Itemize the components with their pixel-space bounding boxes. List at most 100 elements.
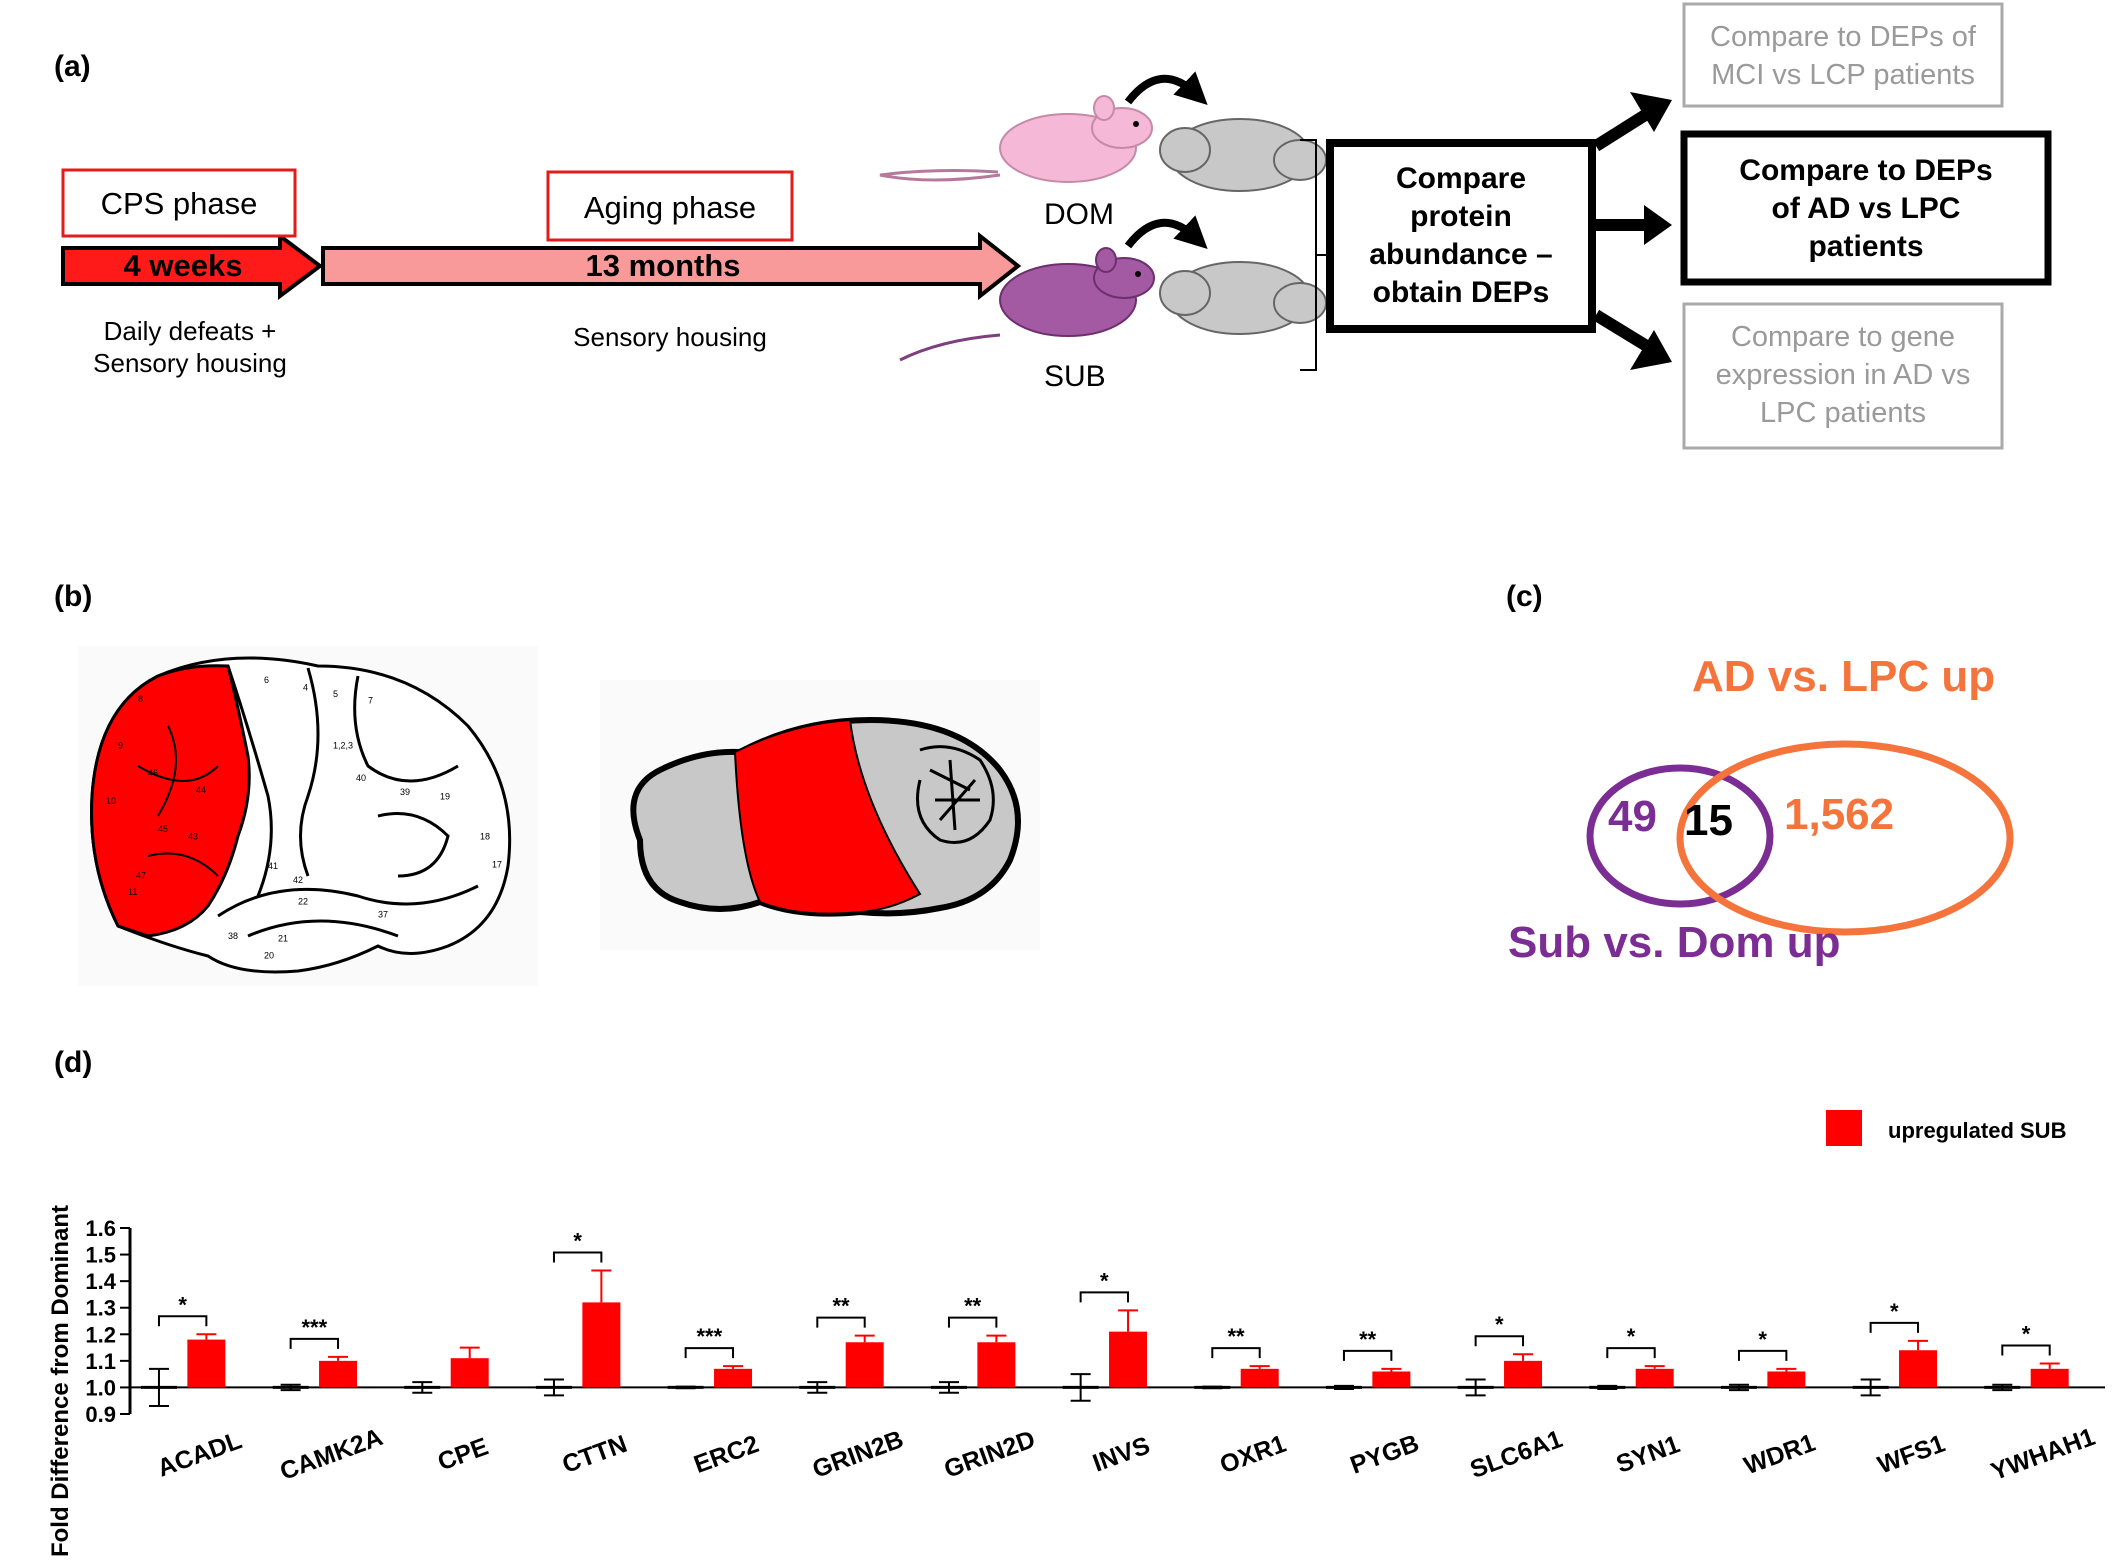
output-1-line-2: MCI vs LCP patients	[1711, 59, 1975, 91]
sub-bar-ywhah1	[2030, 1368, 2069, 1388]
brodmann-area-19: 19	[440, 791, 450, 801]
significance-label: ***	[696, 1324, 722, 1349]
compare-text: Compare protein abundance – obtain DEPs	[1330, 160, 1592, 312]
brodmann-area-9: 9	[118, 740, 123, 750]
cerebellum-folia	[916, 745, 995, 844]
output-1-text: Compare to DEPs of MCI vs LCP patients	[1684, 18, 2002, 94]
compare-line-4: obtain DEPs	[1372, 276, 1550, 309]
aging-phase-title: Aging phase	[583, 190, 757, 225]
x-label-oxr1: OXR1	[1216, 1430, 1290, 1480]
significance-bracket	[1342, 1349, 1393, 1361]
significance-label: **	[832, 1294, 850, 1319]
sub-curved-arrow	[1124, 215, 1208, 249]
brodmann-area-41: 41	[268, 861, 278, 871]
panel-c-label: (c)	[1506, 580, 1543, 613]
venn-label-sub-vs-dom: Sub vs. Dom up	[1508, 918, 1841, 967]
output-2-line-3: patients	[1808, 230, 1924, 263]
x-label-slc6a1: SLC6A1	[1467, 1425, 1567, 1484]
brodmann-area-4: 4	[303, 683, 308, 693]
significance-bracket	[947, 1316, 998, 1328]
sub-brain-icon	[1159, 261, 1327, 335]
dom-brain-icon	[1159, 118, 1327, 192]
significance-bracket	[2001, 1344, 2051, 1356]
dom-mouse-icon	[879, 95, 1153, 183]
y-tick-label: 1.4	[85, 1269, 116, 1294]
sub-mouse-icon	[899, 247, 1155, 362]
brodmann-area-7: 7	[368, 696, 373, 706]
significance-bracket	[1737, 1349, 1788, 1361]
legend-swatch	[1826, 1110, 1862, 1146]
brodmann-area-21: 21	[278, 934, 288, 944]
significance-label: *	[1890, 1299, 1899, 1324]
significance-bracket	[684, 1347, 735, 1359]
significance-bracket	[1079, 1291, 1130, 1303]
cps-arrow	[61, 232, 324, 300]
sub-bar-slc6a1	[1504, 1360, 1543, 1388]
panel-a-graphics	[61, 2, 2052, 450]
sub-bar-syn1	[1635, 1368, 1674, 1388]
cps-caption-line2: Sensory housing	[93, 348, 287, 378]
x-label-syn1: SYN1	[1613, 1430, 1684, 1479]
y-tick-label: 1.3	[85, 1296, 116, 1321]
significance-bracket	[816, 1316, 866, 1328]
x-label-cttn: CTTN	[559, 1430, 631, 1479]
significance-label: *	[1100, 1268, 1109, 1293]
brodmann-area-1-2-3: 1,2,3	[333, 740, 353, 750]
venn-diagram	[1586, 740, 2014, 936]
mouse-brain-diagram	[600, 680, 1040, 950]
x-label-erc2: ERC2	[690, 1430, 762, 1479]
compare-line-1: Compare	[1395, 162, 1527, 195]
panel-d-label: (d)	[54, 1046, 93, 1079]
brodmann-area-43: 43	[188, 831, 198, 841]
venn-count-overlap: 15	[1684, 796, 1733, 845]
arrow-to-out3	[1592, 309, 1654, 354]
significance-label: *	[1627, 1324, 1636, 1349]
x-label-acadl: ACADL	[154, 1426, 246, 1482]
panel-a-label: (a)	[54, 50, 91, 83]
brodmann-area-38: 38	[228, 931, 238, 941]
panel-b-label: (b)	[54, 580, 93, 613]
sub-bar-grin2d	[977, 1342, 1016, 1388]
y-tick-label: 1.0	[85, 1375, 116, 1400]
significance-bracket	[1606, 1347, 1656, 1359]
x-label-wdr1: WDR1	[1740, 1429, 1819, 1481]
y-axis-label: Fold Difference from Dominant	[47, 1205, 74, 1557]
output-box-2	[1680, 130, 2052, 286]
significance-bracket	[552, 1251, 603, 1263]
output-2-text: Compare to DEPs of AD vs LPC patients	[1684, 152, 2048, 266]
y-tick-label: 1.1	[85, 1349, 116, 1374]
brodmann-area-37: 37	[378, 910, 388, 920]
significance-label: **	[1227, 1324, 1245, 1349]
brodmann-area-8: 8	[138, 694, 143, 704]
cps-caption-line1: Daily defeats +	[103, 316, 277, 346]
x-label-grin2d: GRIN2D	[941, 1425, 1039, 1484]
y-tick-label: 1.5	[85, 1243, 116, 1268]
significance-label: *	[573, 1229, 582, 1254]
sub-bar-pygb	[1372, 1371, 1411, 1388]
aging-caption: Sensory housing	[573, 322, 767, 352]
venn-count-only-sub: 49	[1608, 792, 1657, 841]
x-label-pygb: PYGB	[1347, 1429, 1423, 1480]
significance-bracket	[1869, 1321, 1920, 1333]
y-tick-label: 1.6	[85, 1216, 116, 1241]
output-box-1	[1682, 2, 2004, 108]
significance-bracket	[157, 1315, 208, 1327]
arrow-to-out1	[1592, 106, 1654, 152]
sub-bar-wfs1	[1899, 1350, 1938, 1388]
compare-box	[1326, 139, 1596, 333]
legend-label: upregulated SUB	[1888, 1118, 2066, 1143]
venn-count-only-ad: 1,562	[1784, 790, 1895, 839]
sub-bar-erc2	[714, 1368, 753, 1388]
sub-bar-cpe	[450, 1358, 489, 1388]
brodmann-area-10: 10	[106, 796, 116, 806]
significance-label: **	[1359, 1327, 1377, 1352]
brodmann-area-20: 20	[264, 950, 274, 960]
dom-label: DOM	[1044, 198, 1114, 231]
output-3-line-2: expression in AD vs	[1715, 359, 1971, 391]
brodmann-area-47: 47	[136, 871, 146, 881]
output-1-line-1: Compare to DEPs of	[1710, 21, 1976, 53]
sub-bar-acadl	[187, 1339, 226, 1388]
sub-bar-camk2a	[319, 1360, 358, 1388]
brodmann-area-11: 11	[128, 887, 137, 897]
